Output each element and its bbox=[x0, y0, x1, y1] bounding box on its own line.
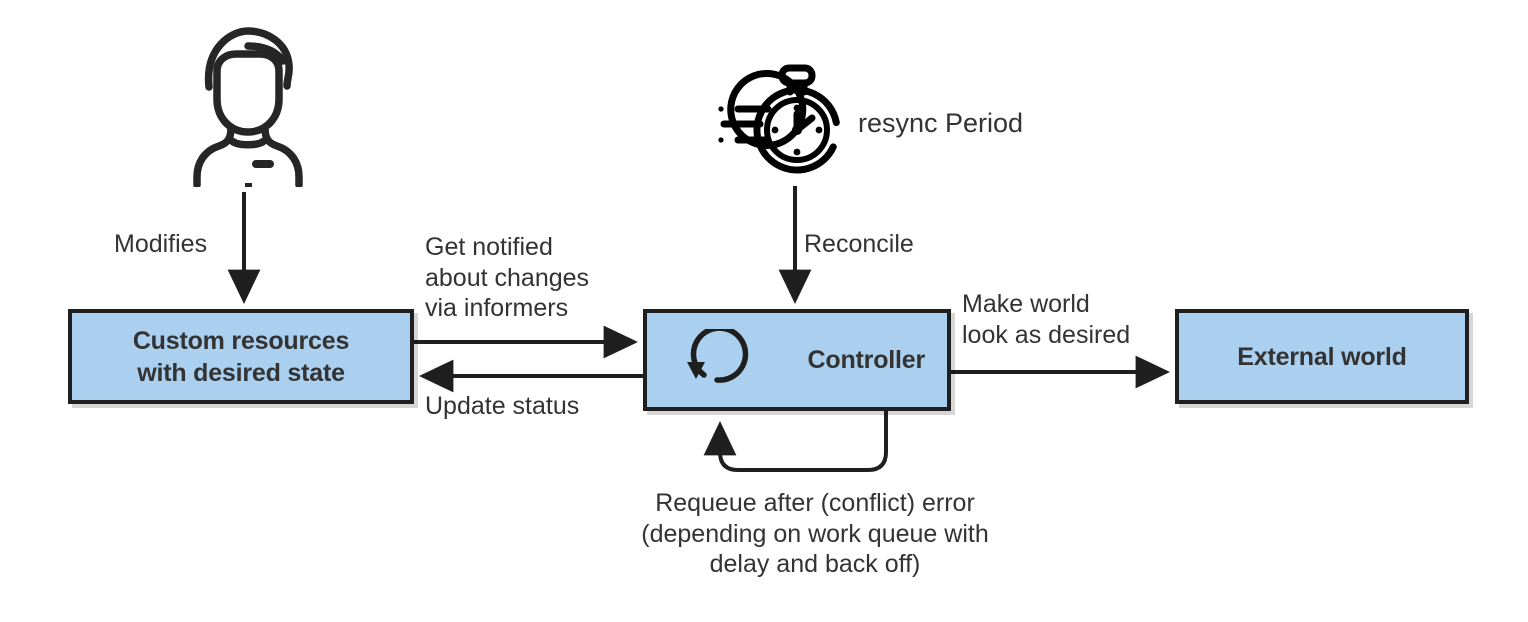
label-resync-period: resync Period bbox=[858, 108, 1024, 138]
edge-label-reconcile: Reconcile bbox=[804, 230, 914, 258]
edge-label-get-notified: Get notified about changes via informers bbox=[425, 233, 590, 322]
node-external-world-label: External world bbox=[1237, 342, 1407, 371]
edge-label-make-world: Make world look as desired bbox=[962, 290, 1131, 349]
edge-requeue-loop bbox=[703, 411, 888, 472]
edge-label-modifies: Modifies bbox=[114, 230, 208, 258]
node-custom-resources[interactable]: Custom resources with desired state bbox=[68, 309, 414, 404]
user-icon bbox=[186, 22, 310, 189]
reconcile-loop-icon bbox=[687, 329, 749, 383]
node-controller-label: Controller bbox=[807, 346, 926, 374]
node-custom-resources-label: Custom resources with desired state bbox=[132, 326, 350, 387]
stopwatch-icon bbox=[716, 62, 841, 180]
edge-label-requeue: Requeue after (conflict) error (dependin… bbox=[641, 489, 989, 578]
edge-label-update-status: Update status bbox=[425, 392, 580, 420]
node-external-world[interactable]: External world bbox=[1175, 309, 1469, 404]
node-controller[interactable]: Controller bbox=[643, 309, 951, 411]
